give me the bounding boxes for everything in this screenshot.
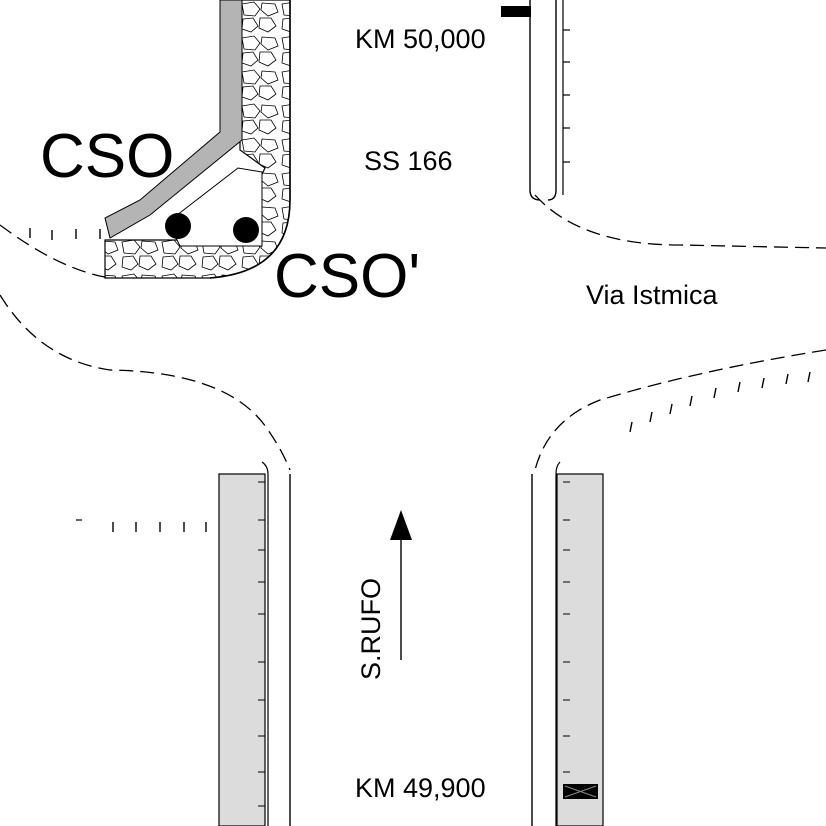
km-marker-top	[501, 6, 531, 17]
cso-point	[165, 213, 191, 239]
rail-bottom-left	[218, 473, 266, 826]
cso-label: CSO	[40, 122, 175, 191]
road-label-via-istmica: Via Istmica	[586, 280, 718, 310]
rail-ticks-bottom-left	[258, 481, 265, 807]
road-label-ss166: SS 166	[364, 146, 453, 176]
cso-prime-point	[233, 217, 259, 243]
cso-prime-label: CSO'	[274, 242, 421, 311]
curb-top-right	[529, 0, 541, 201]
direction-label: S.RUFO	[356, 577, 386, 680]
rail-bottom-right	[556, 473, 604, 826]
pedestrian-path	[104, 0, 243, 239]
curb-ticks-top-right	[562, 0, 570, 195]
km-label-bottom: KM 49,900	[355, 773, 486, 803]
dashed-edges	[0, 194, 826, 471]
km-label-top: KM 50,000	[355, 24, 486, 54]
rail-ticks-bottom-right	[563, 481, 570, 773]
hedge-ticks	[29, 228, 811, 532]
direction-arrow-head	[390, 510, 412, 540]
